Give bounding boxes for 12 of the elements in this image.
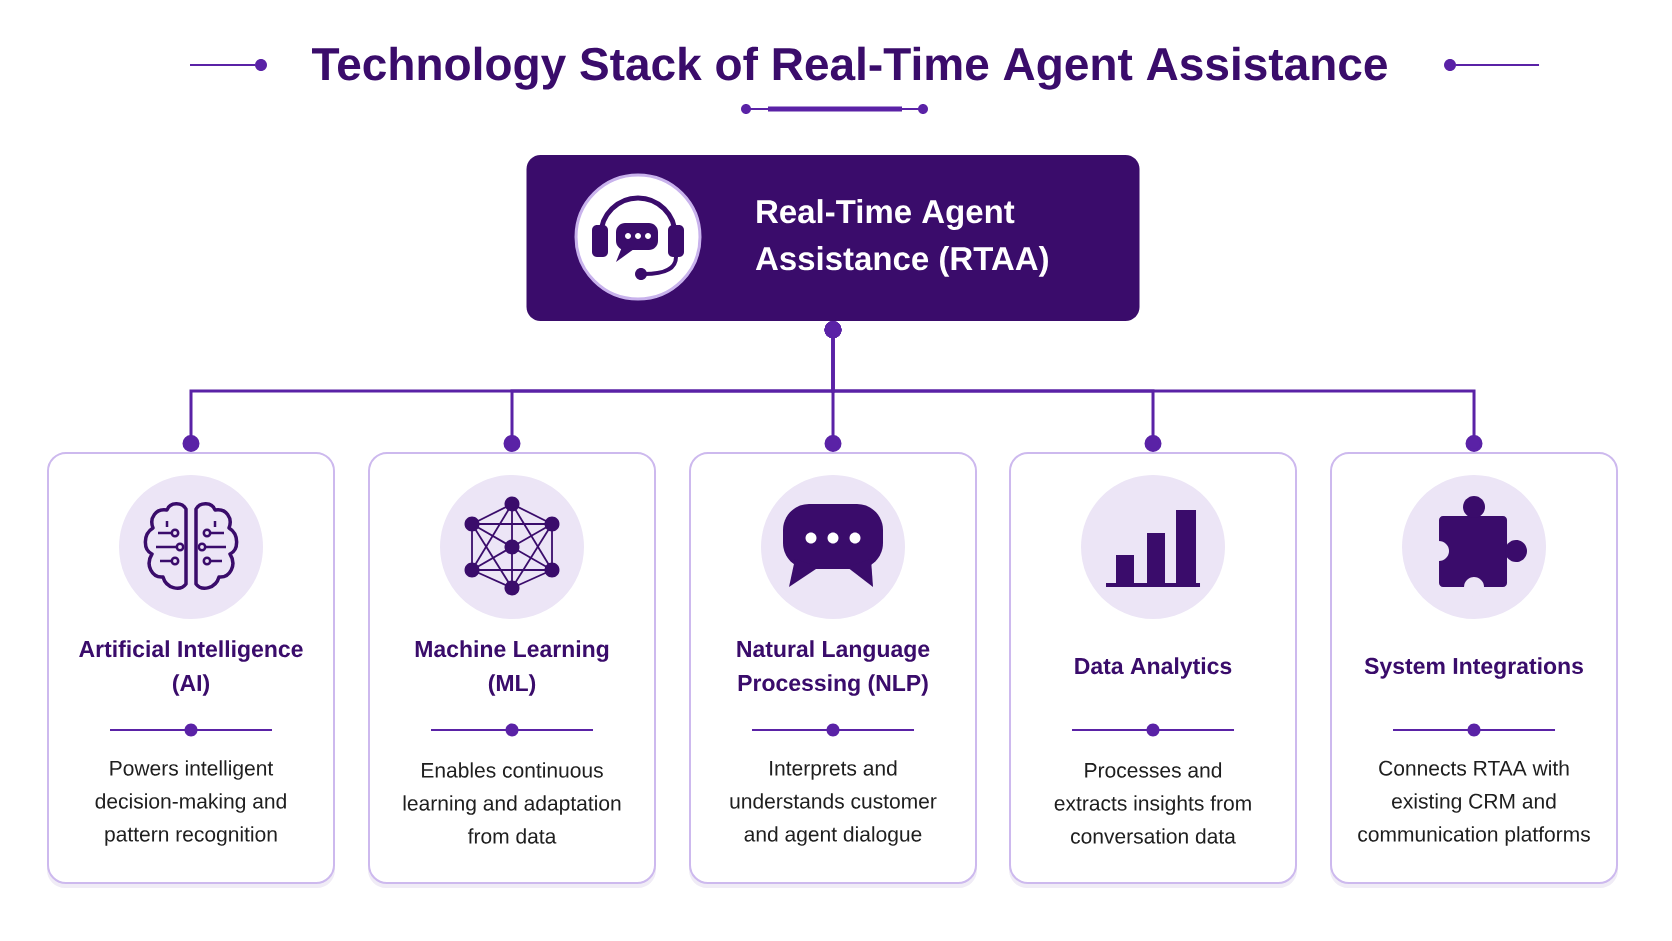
card-title: Data Analytics — [1075, 657, 1232, 679]
title: Technology Stack of Real-Time Agent Assistance — [312, 46, 1387, 90]
card-title: Artificial Intelligence (AI) — [79, 640, 303, 696]
card-description: Processes and extracts insights from conversation data — [1054, 762, 1251, 844]
card-description: Interprets and understands customer and agent dialogue — [730, 760, 937, 846]
card-description: Enables continuous learning and adaptation from data — [403, 762, 621, 844]
card-description: Connects RTAA with existing CRM and communication platforms — [1358, 760, 1590, 846]
card-title: Machine Learning (ML) — [415, 640, 609, 696]
connector — [824, 321, 1483, 452]
card-description: Powers intelligent decision-making and pattern recognition — [95, 760, 286, 846]
card-title: System Integrations — [1364, 657, 1583, 679]
card-title: Natural Language Processing (NLP) — [737, 640, 930, 696]
